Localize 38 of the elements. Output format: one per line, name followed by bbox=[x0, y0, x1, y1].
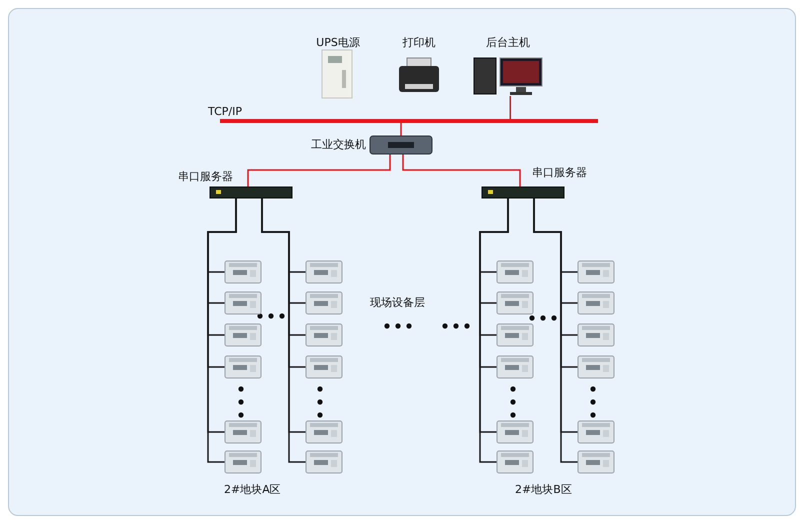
meter-picture bbox=[225, 356, 261, 378]
meter-picture bbox=[578, 261, 614, 283]
meter-picture bbox=[497, 292, 533, 314]
meter-picture bbox=[578, 421, 614, 443]
meter-picture bbox=[225, 324, 261, 346]
meter-picture bbox=[306, 451, 342, 473]
connection-line bbox=[510, 96, 512, 119]
meter-picture bbox=[306, 261, 342, 283]
meter-picture bbox=[578, 324, 614, 346]
device-label: 后台主机 bbox=[485, 36, 531, 50]
meter-picture bbox=[497, 261, 533, 283]
connection-line bbox=[402, 154, 521, 187]
device-label: 串口服务器 bbox=[532, 166, 588, 180]
meter-picture bbox=[306, 324, 342, 346]
meter-picture bbox=[497, 451, 533, 473]
area-label: 2#地块B区 bbox=[515, 483, 572, 497]
connection-line bbox=[247, 154, 391, 187]
meter-picture bbox=[306, 421, 342, 443]
meter-picture bbox=[225, 421, 261, 443]
meter-picture bbox=[497, 356, 533, 378]
meter-picture bbox=[578, 356, 614, 378]
area-label: 2#地块A区 bbox=[224, 483, 281, 497]
device-label: UPS电源 bbox=[315, 36, 361, 50]
meter-picture bbox=[578, 451, 614, 473]
device-label: 串口服务器 bbox=[178, 170, 234, 184]
meter-picture bbox=[225, 261, 261, 283]
meter-picture bbox=[225, 451, 261, 473]
meter-picture bbox=[306, 356, 342, 378]
meter-picture bbox=[578, 292, 614, 314]
device-label: 打印机 bbox=[402, 36, 436, 50]
meter-picture bbox=[497, 324, 533, 346]
layer-label: 现场设备层 bbox=[370, 296, 425, 310]
meter-picture bbox=[306, 292, 342, 314]
device-label: 工业交换机 bbox=[310, 138, 366, 152]
protocol-label: TCP/IP bbox=[208, 105, 242, 119]
meter-picture bbox=[497, 421, 533, 443]
connection-line bbox=[400, 123, 402, 136]
meter-picture bbox=[225, 292, 261, 314]
